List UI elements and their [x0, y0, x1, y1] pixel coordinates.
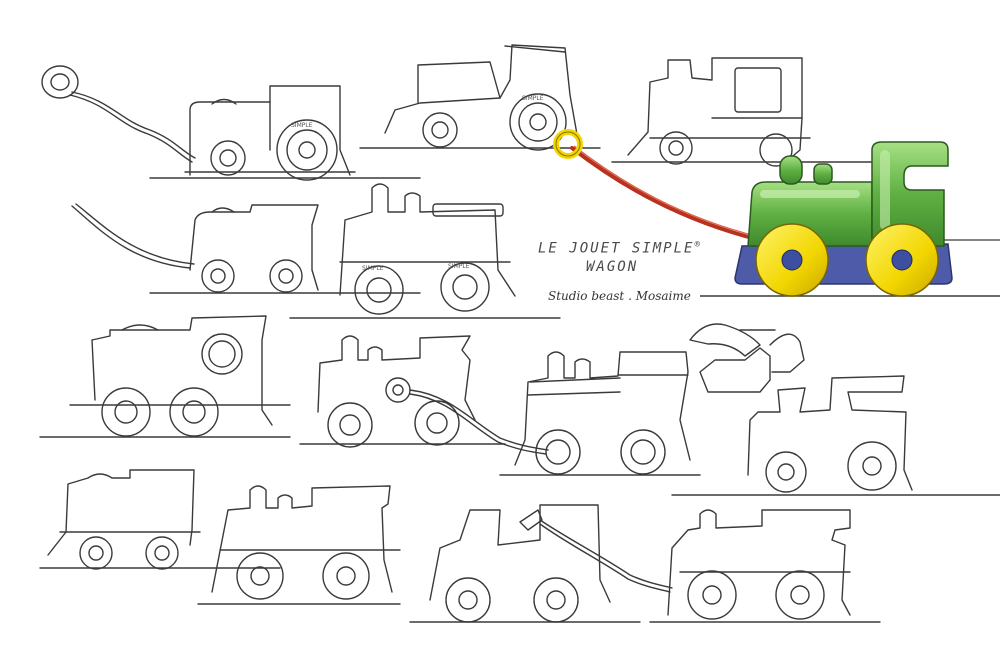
pull-rope — [570, 145, 762, 242]
wheel-badge-text: SIMPLE — [448, 263, 470, 270]
sketch-locomotive-badge-wheels — [289, 183, 561, 319]
sketch-locomotive-bottom-left — [39, 469, 281, 570]
sketch-tractor — [359, 44, 601, 151]
subtitle-text: WAGON — [586, 258, 639, 275]
title-text: LE JOUET SIMPLE — [538, 240, 695, 257]
sketch-locomotive-bottom-right — [649, 509, 881, 623]
sketch-locomotive-bottom-cord — [409, 504, 673, 623]
sketch-locomotive-bottom-2 — [197, 485, 401, 605]
sketch-locomotive-cord — [299, 335, 549, 455]
sketch-locomotive-hatched — [499, 351, 701, 476]
sketch-pull-toy-2 — [71, 203, 421, 294]
wheel-badge-text: SIMPLE — [362, 265, 384, 272]
sketch-locomotive-right — [671, 375, 1000, 496]
registered-mark: ® — [694, 240, 700, 250]
title-block: LE JOUET SIMPLE® WAGON Studio beast . Mo… — [538, 240, 718, 303]
wheel-badge-text: SIMPLE — [291, 122, 313, 129]
sketch-pull-toy-1 — [41, 65, 421, 181]
sketch-locomotive-top-right — [611, 57, 881, 167]
signature: Studio beast . Mosaime — [548, 288, 691, 303]
wheel-badge-text: SIMPLE — [522, 95, 544, 102]
colored-wagon-render — [700, 141, 1000, 297]
sketch-component-detail — [689, 323, 805, 393]
sketch-locomotive-3 — [39, 315, 291, 438]
pull-ring-icon — [553, 129, 583, 159]
